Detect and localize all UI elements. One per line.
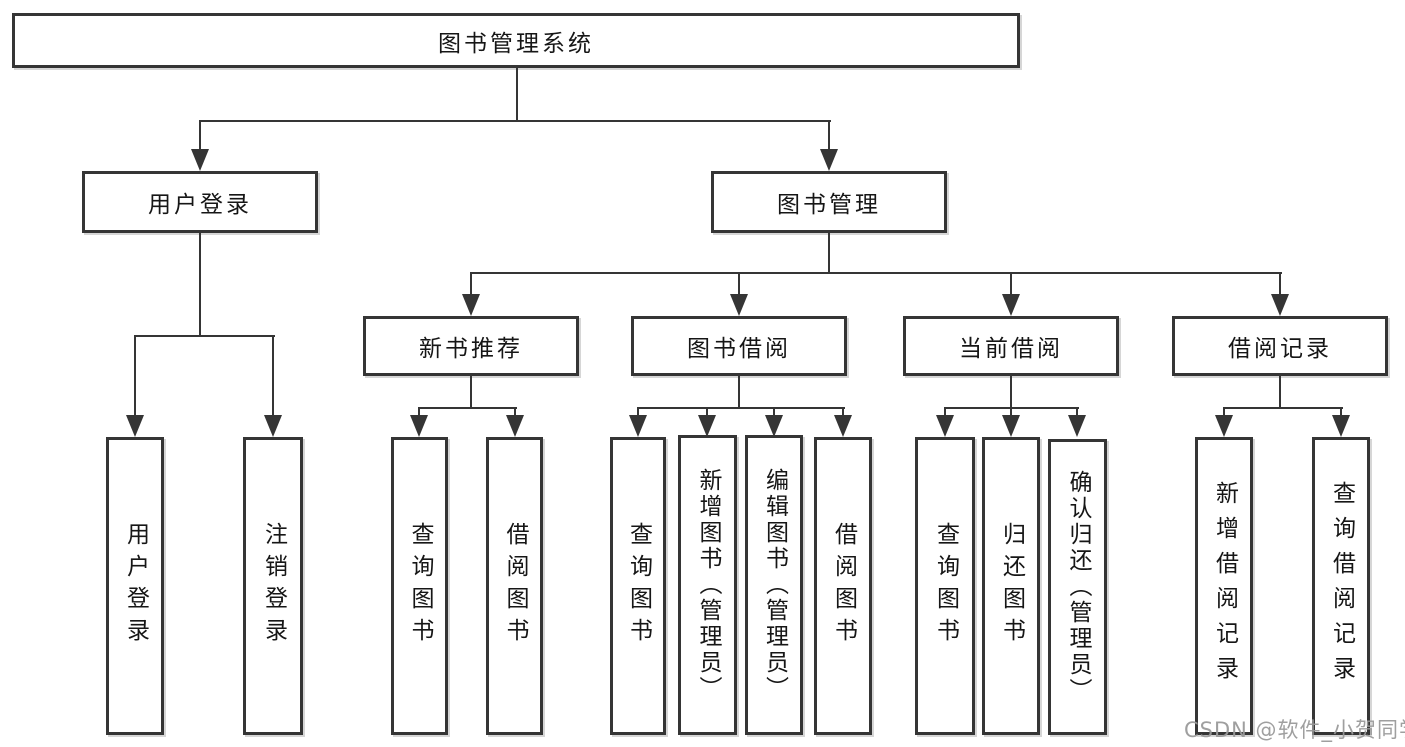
connector-line — [199, 233, 201, 337]
node-borrowing-records: 借阅记录 — [1172, 316, 1388, 376]
connector-line — [418, 407, 420, 417]
arrowhead — [936, 415, 954, 437]
leaf-add-book-admin: 新增图书（管理员） — [678, 435, 737, 735]
arrowhead — [462, 294, 480, 316]
arrowhead — [834, 415, 852, 437]
connector-line — [1076, 407, 1078, 417]
leaf-confirm-return-admin: 确认归还（管理员） — [1048, 439, 1107, 735]
arrowhead — [1068, 415, 1086, 437]
arrowhead — [1002, 294, 1020, 316]
leaf-label: 查询图书 — [932, 522, 959, 650]
leaf-label: 新增图书（管理员） — [695, 468, 721, 702]
leaf-user-login: 用户登录 — [106, 437, 164, 735]
leaf-label: 查询图书 — [625, 522, 652, 650]
connector-line — [134, 335, 136, 417]
csdn-watermark: CSDN @软件_小贺同学 — [1184, 718, 1405, 742]
leaf-label: 借阅图书 — [830, 522, 857, 650]
arrowhead — [126, 415, 144, 437]
arrowhead — [1271, 294, 1289, 316]
leaf-label: 用户登录 — [122, 522, 149, 650]
connector-line — [1279, 376, 1281, 409]
connector-line — [516, 68, 518, 122]
connector-line — [944, 407, 946, 417]
connector-line — [738, 376, 740, 409]
arrowhead — [191, 149, 209, 171]
leaf-borrow-books: 借阅图书 — [814, 437, 872, 735]
node-label: 新书推荐 — [419, 336, 523, 362]
connector-line — [514, 407, 516, 417]
leaf-label: 注销登录 — [260, 522, 287, 650]
node-label: 借阅记录 — [1228, 336, 1332, 362]
node-book-borrowing: 图书借阅 — [631, 316, 847, 376]
leaf-add-borrow-record: 新增借阅记录 — [1195, 437, 1253, 735]
connector-line — [134, 335, 275, 337]
connector-line — [272, 335, 274, 417]
leaf-query-books-current: 查询图书 — [915, 437, 975, 735]
arrowhead — [629, 415, 647, 437]
connector-line — [470, 376, 472, 409]
connector-line — [199, 120, 201, 151]
connector-line — [1010, 407, 1012, 417]
arrowhead — [765, 415, 783, 437]
leaf-logout: 注销登录 — [243, 437, 303, 735]
node-label: 用户登录 — [148, 192, 252, 218]
connector-line — [637, 407, 639, 417]
connector-line — [738, 272, 740, 296]
arrowhead — [1215, 415, 1233, 437]
leaf-edit-book-admin: 编辑图书（管理员） — [745, 435, 803, 735]
connector-line — [828, 233, 830, 274]
connector-line — [1010, 272, 1012, 296]
connector-line — [470, 272, 1282, 274]
leaf-label: 查询借阅记录 — [1328, 481, 1355, 691]
leaf-label: 查询图书 — [407, 522, 433, 650]
node-book-management: 图书管理 — [711, 171, 947, 233]
connector-line — [773, 407, 775, 417]
connector-line — [1279, 272, 1281, 296]
node-current-borrowing: 当前借阅 — [903, 316, 1119, 376]
arrowhead — [264, 415, 282, 437]
connector-line — [1340, 407, 1342, 417]
leaf-query-borrow-record: 查询借阅记录 — [1312, 437, 1370, 735]
node-label: 当前借阅 — [959, 336, 1063, 362]
leaf-label: 新增借阅记录 — [1211, 481, 1238, 691]
arrowhead — [730, 294, 748, 316]
connector-line — [1223, 407, 1343, 409]
arrowhead — [506, 415, 524, 437]
leaf-label: 确认归还（管理员） — [1065, 470, 1091, 704]
connector-line — [1010, 376, 1012, 409]
leaf-query-books-recommend: 查询图书 — [391, 437, 448, 735]
leaf-label: 编辑图书（管理员） — [761, 468, 788, 702]
leaf-return-books: 归还图书 — [982, 437, 1040, 735]
connector-line — [842, 407, 844, 417]
node-library-management-system: 图书管理系统 — [12, 13, 1020, 68]
node-label: 图书管理 — [777, 192, 881, 218]
leaf-query-books-borrow: 查询图书 — [610, 437, 666, 735]
arrowhead — [1332, 415, 1350, 437]
node-user-login: 用户登录 — [82, 171, 318, 233]
connector-line — [706, 407, 708, 417]
connector-line — [199, 120, 831, 122]
leaf-label: 借阅图书 — [502, 522, 528, 650]
leaf-borrow-books-recommend: 借阅图书 — [486, 437, 543, 735]
connector-line — [637, 407, 845, 409]
arrowhead — [698, 415, 716, 437]
connector-line — [470, 272, 472, 296]
arrowhead — [410, 415, 428, 437]
arrowhead — [820, 149, 838, 171]
node-label: 图书管理系统 — [438, 30, 594, 57]
connector-line — [418, 407, 517, 409]
connector-line — [1223, 407, 1225, 417]
node-new-book-recommendation: 新书推荐 — [363, 316, 579, 376]
node-label: 图书借阅 — [687, 336, 791, 362]
arrowhead — [1002, 415, 1020, 437]
connector-line — [828, 120, 830, 151]
leaf-label: 归还图书 — [998, 522, 1025, 650]
